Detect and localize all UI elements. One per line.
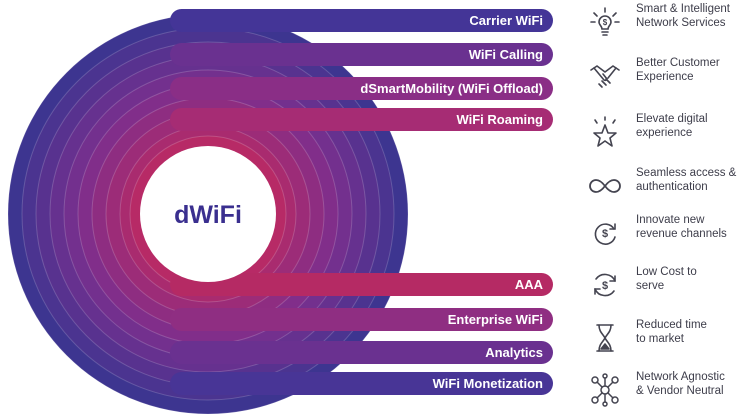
benefit-item: Reduced time to market	[586, 318, 742, 358]
benefit-line2: authentication	[636, 181, 708, 193]
benefit-line2: Network Services	[636, 17, 726, 29]
benefit-line1: Seamless access &	[636, 167, 737, 179]
dollar-cycle-icon: $	[586, 267, 624, 303]
pill-bottom-1	[170, 308, 553, 331]
benefit-line2: Experience	[636, 71, 694, 83]
benefit-line2: experience	[636, 127, 693, 139]
svg-text:$: $	[602, 280, 608, 292]
pill-bottom-0	[170, 273, 553, 296]
pill-label: WiFi Monetization	[433, 376, 543, 391]
pill-top-3	[170, 108, 553, 131]
pill-top-0	[170, 9, 553, 32]
pill-label: Enterprise WiFi	[448, 312, 543, 327]
center-circle	[140, 146, 276, 282]
star-icon	[586, 114, 624, 150]
pill-bottom-2	[170, 341, 553, 364]
pill-label: WiFi Roaming	[456, 112, 543, 127]
pill-label: WiFi Calling	[469, 47, 543, 62]
benefit-item: Network Agnostic & Vendor Neutral	[586, 370, 742, 410]
benefit-line1: Innovate new	[636, 214, 705, 226]
pill-top-1	[170, 43, 553, 66]
pill-top-2	[170, 77, 553, 100]
benefit-line1: Elevate digital	[636, 113, 708, 125]
pill-bottom-3	[170, 372, 553, 395]
pill-label: AAA	[515, 277, 544, 292]
benefit-item: $ Low Cost to serve	[586, 265, 742, 305]
center-label: dWiFi	[174, 201, 242, 229]
benefit-item: Elevate digital experience	[586, 112, 742, 152]
benefit-line1: Better Customer	[636, 57, 720, 69]
benefit-line2: revenue channels	[636, 228, 727, 240]
svg-text:$: $	[603, 18, 608, 27]
hourglass-icon	[586, 320, 624, 356]
infinity-link-icon	[586, 168, 624, 204]
network-nodes-icon	[586, 372, 624, 408]
benefit-line1: Reduced time	[636, 319, 707, 331]
dollar-refresh-icon: $	[586, 215, 624, 251]
benefit-item: $ Innovate new revenue channels	[586, 213, 742, 253]
benefit-line2: to market	[636, 333, 684, 345]
svg-text:$: $	[602, 228, 608, 240]
benefit-line1: Network Agnostic	[636, 371, 725, 383]
pill-label: dSmartMobility (WiFi Offload)	[360, 81, 543, 96]
benefit-line2: & Vendor Neutral	[636, 385, 724, 397]
benefit-line1: Low Cost to	[636, 266, 697, 278]
pill-label: Carrier WiFi	[469, 13, 543, 28]
handshake-icon	[586, 58, 624, 94]
pill-label: Analytics	[485, 345, 543, 360]
benefit-item: Seamless access & authentication	[586, 166, 742, 206]
benefit-line1: Smart & Intelligent	[636, 3, 730, 15]
lightbulb-dollar-icon: $	[586, 4, 624, 40]
benefit-line2: serve	[636, 280, 665, 292]
